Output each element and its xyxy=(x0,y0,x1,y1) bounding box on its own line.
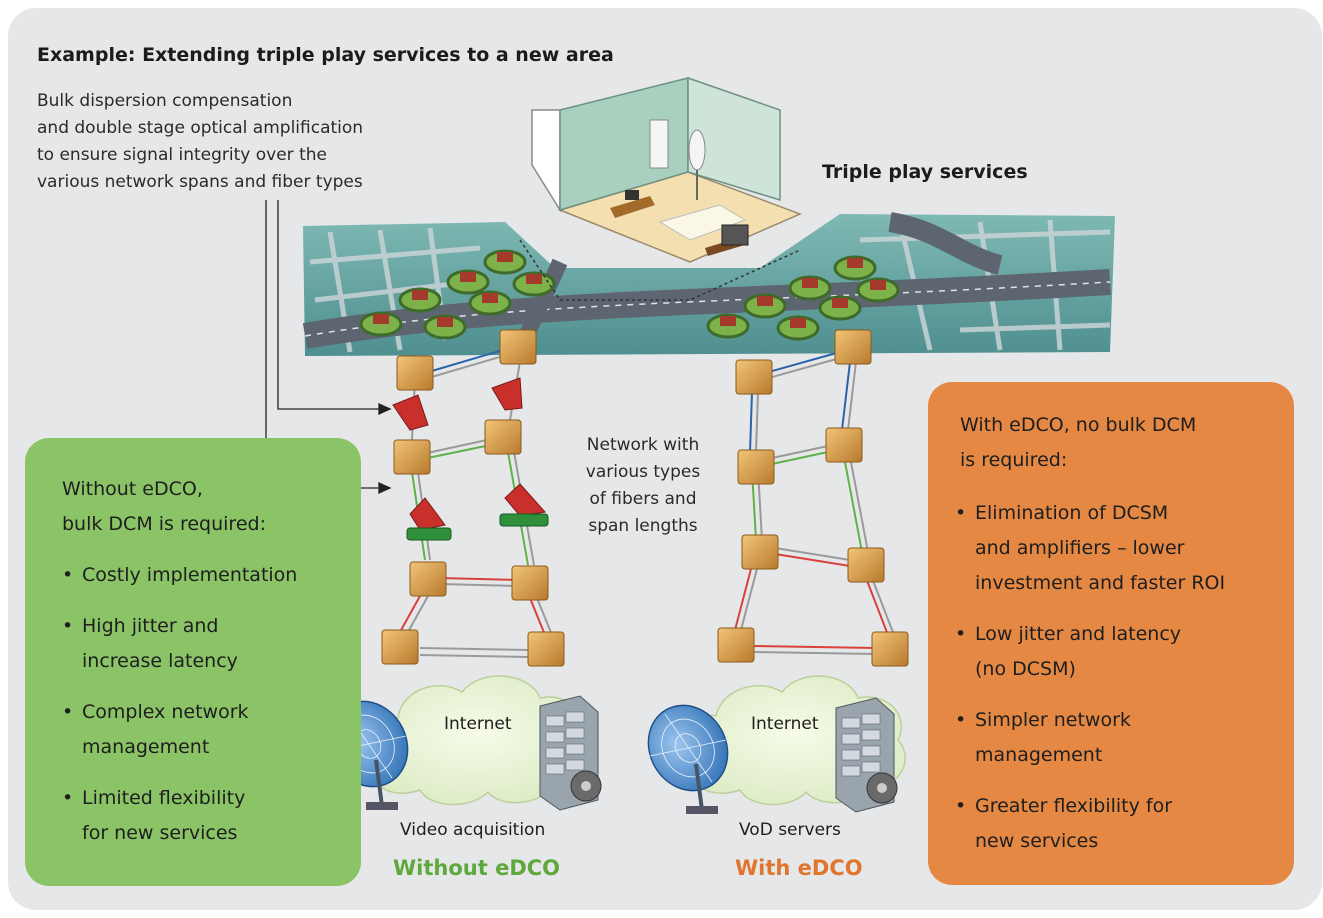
node-icon xyxy=(484,419,522,455)
network-line: span lengths xyxy=(588,516,698,536)
amplifier-icon xyxy=(392,394,429,431)
list-item: Simpler network management xyxy=(955,703,1225,773)
dcm-modules xyxy=(406,513,549,541)
network-line: of fibers and xyxy=(589,489,697,509)
without-edco-list: Costly implementation High jitter and in… xyxy=(62,558,297,867)
title-line: is required: xyxy=(960,449,1068,471)
house-roofs xyxy=(373,252,886,328)
list-item-line: management xyxy=(975,744,1103,766)
server-rack-right-icon xyxy=(835,697,898,813)
dispersion-note: Bulk dispersion compensation and double … xyxy=(37,88,457,196)
node-icon xyxy=(396,355,434,391)
list-item: High jitter and increase latency xyxy=(62,609,297,679)
network-description: Network with various types of fibers and… xyxy=(548,432,738,540)
list-item-line: Limited flexibility xyxy=(82,787,246,809)
home-room xyxy=(519,76,802,301)
node-icon xyxy=(499,329,537,365)
list-item-line: Simpler network xyxy=(975,709,1131,731)
node-icon xyxy=(735,359,773,395)
amplifier-icon xyxy=(409,497,446,531)
node-icon xyxy=(409,561,447,597)
triple-play-label: Triple play services xyxy=(822,161,1028,183)
node-icon xyxy=(741,534,779,570)
list-item-line: Greater flexibility for xyxy=(975,795,1173,817)
city-map xyxy=(302,212,1115,356)
houses-left xyxy=(359,249,556,340)
network-line: various types xyxy=(585,462,701,482)
list-item-line: management xyxy=(82,736,210,758)
note-line: Bulk dispersion compensation xyxy=(37,91,293,111)
list-item-line: for new services xyxy=(82,822,238,844)
list-item-line: Complex network xyxy=(82,701,249,723)
node-icon xyxy=(825,427,863,463)
amplifier-icon xyxy=(491,377,523,411)
amplifier-icon xyxy=(504,483,546,517)
vod-servers-label: VoD servers xyxy=(739,820,841,840)
title-line: bulk DCM is required: xyxy=(62,513,266,535)
list-item: Limited flexibility for new services xyxy=(62,781,297,851)
note-line: and double stage optical amplification xyxy=(37,118,364,138)
server-rack-left-icon xyxy=(539,695,602,811)
page-title: Example: Extending triple play services … xyxy=(37,44,614,66)
list-item-line: Costly implementation xyxy=(82,564,298,586)
note-line: various network spans and fiber types xyxy=(37,172,363,192)
video-acquisition-label: Video acquisition xyxy=(400,820,546,840)
list-item-line: investment and faster ROI xyxy=(975,572,1226,594)
list-item: Greater flexibility for new services xyxy=(955,789,1225,859)
note-line: to ensure signal integrity over the xyxy=(37,145,327,165)
title-line: Without eDCO, xyxy=(62,478,203,500)
node-icon xyxy=(717,627,755,663)
node-icon xyxy=(871,631,909,667)
node-icon xyxy=(847,547,885,583)
dcm-icon xyxy=(406,527,452,541)
list-item-line: Low jitter and latency xyxy=(975,623,1182,645)
list-item: Complex network management xyxy=(62,695,297,765)
without-edco-caption: Without eDCO xyxy=(393,856,561,880)
list-item-line: Elimination of DCSM xyxy=(975,502,1169,524)
without-edco-title: Without eDCO, bulk DCM is required: xyxy=(62,472,266,542)
list-item-line: increase latency xyxy=(82,650,238,672)
node-icon xyxy=(511,565,549,601)
with-edco-list: Elimination of DCSM and amplifiers – low… xyxy=(955,496,1225,875)
node-icon xyxy=(393,439,431,475)
node-icon xyxy=(834,329,872,365)
internet-label-left: Internet xyxy=(444,714,512,734)
node-icon xyxy=(737,449,775,485)
amplifiers xyxy=(392,377,546,531)
network-nodes xyxy=(381,329,909,667)
list-item-line: new services xyxy=(975,830,1099,852)
list-item: Low jitter and latency (no DCSM) xyxy=(955,617,1225,687)
with-edco-caption: With eDCO xyxy=(735,856,863,880)
title-line: With eDCO, no bulk DCM xyxy=(960,414,1197,436)
list-item: Costly implementation xyxy=(62,558,297,593)
list-item-line: and amplifiers – lower xyxy=(975,537,1185,559)
list-item-line: (no DCSM) xyxy=(975,658,1076,680)
node-icon xyxy=(381,629,419,665)
list-item: Elimination of DCSM and amplifiers – low… xyxy=(955,496,1225,601)
dcm-icon xyxy=(499,513,549,527)
list-item-line: High jitter and xyxy=(82,615,219,637)
node-icon xyxy=(527,631,565,667)
network-line: Network with xyxy=(586,435,700,455)
satellite-dish-right-icon xyxy=(647,704,729,814)
with-edco-title: With eDCO, no bulk DCM is required: xyxy=(960,408,1196,478)
internet-label-right: Internet xyxy=(751,714,819,734)
